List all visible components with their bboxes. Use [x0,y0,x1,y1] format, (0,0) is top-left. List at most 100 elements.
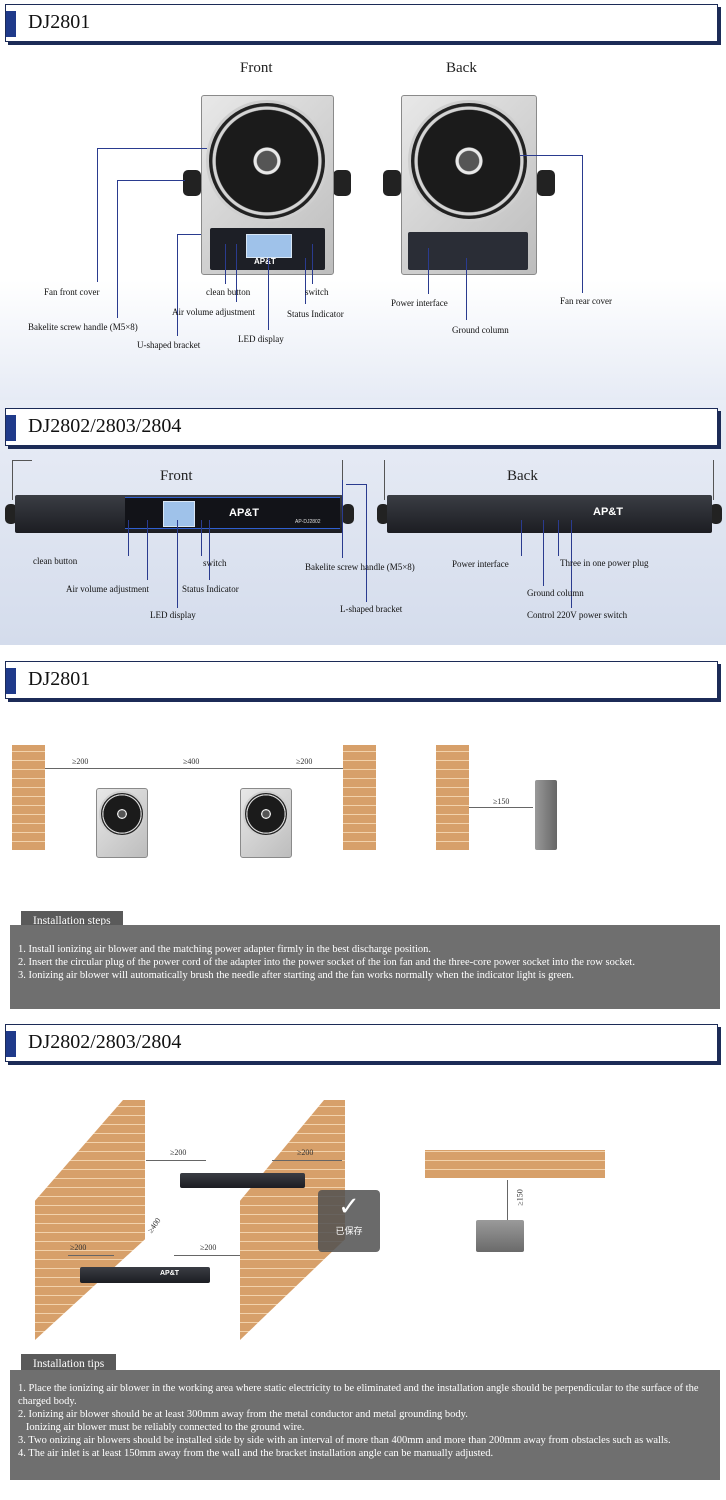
saved-toast: ✓ 已保存 [318,1190,380,1252]
section-header: DJ2801 [5,661,718,699]
led-display-screen [163,501,195,527]
dim-200-lower-right: ≥200 [200,1243,217,1252]
dim-line-ceiling [507,1180,508,1220]
back-brand: AP&T [593,506,623,518]
label-led: LED display [238,334,284,344]
leader-rear-v [582,155,583,293]
label-air: Air volume adjustment [172,307,255,317]
leader-bracket-v [177,234,178,336]
label-l-bracket: L-shaped bracket [340,604,403,614]
dim-line-upper-right [272,1160,342,1161]
label-led: LED display [150,610,196,620]
dim-400-diagonal: ≥400 [145,1216,163,1235]
leader-three [558,520,559,556]
leader-front-cover-v [97,148,98,282]
leader-ground [466,258,467,320]
leader-led [268,258,269,330]
back-label: Back [446,60,477,76]
check-icon: ✓ [338,1192,360,1222]
label-switch: switch [305,287,329,297]
front-bar-panel: AP&T AP-DJ2802 [125,497,340,529]
dim-line-1 [45,768,343,769]
label-power: Power interface [391,298,448,308]
front-left-knob [5,504,17,524]
tip-4: 4. The air inlet is at least 150mm away … [18,1448,494,1459]
right-handle-knob [333,170,351,196]
dim-200-lower-left: ≥200 [70,1243,87,1252]
leader-status [305,258,306,304]
fan-rear-cover [408,100,530,222]
dim-400: ≥400 [183,757,200,766]
label-fan-front-cover: Fan front cover [44,287,100,297]
leader-air [236,244,237,302]
leader-power [428,248,429,294]
dim-200-left: ≥200 [72,757,89,766]
leader-bakelite [342,480,343,558]
dim-line-upper-left [146,1160,206,1161]
leader-rear [520,155,582,156]
step-3: 3. Ionizing air blower will automaticall… [18,970,575,981]
section-title: DJ2801 [28,11,91,33]
brick-wall-middle [343,745,376,850]
front-model: AP-DJ2802 [295,519,321,525]
dim-line-side [469,807,533,808]
leader-lbracket-v [366,484,367,602]
leader-lbracket [346,484,366,485]
steps-box: 1. Install ionizing air blower and the m… [10,925,720,1009]
leader-switch [201,520,202,556]
installed-bar-upper [180,1173,305,1188]
installed-fan-2-wheel [243,791,289,837]
leader-bakelite-v [117,180,118,318]
leader-clean [225,244,226,284]
label-three: Three in one power plug [560,558,649,568]
label-u-bracket: U-shaped bracket [137,340,201,350]
front-brand: AP&T [229,507,259,519]
back-label: Back [507,468,538,484]
back-left-knob [377,504,389,524]
header-marker [6,668,16,694]
front-bracket-top [12,460,32,461]
section-dj2802-overview: DJ2802/2803/2804 Front Back AP&T AP-DJ28… [0,400,726,645]
left-handle-knob [183,170,201,196]
tip-2: 2. Ionizing air blower should be at leas… [18,1409,468,1420]
side-view-fan [535,780,557,850]
dim-line-lower-right [174,1255,240,1256]
header-marker [6,11,16,37]
front-label: Front [240,60,273,76]
back-right-knob [710,504,722,524]
front-bar-device: AP&T AP-DJ2802 [15,495,343,533]
led-display-screen [246,234,292,258]
brick-wall-right [436,745,469,850]
installed-fan-1-wheel [99,791,145,837]
dim-150-ceiling: ≥150 [515,1189,525,1206]
label-rear: Fan rear cover [560,296,612,306]
section-dj2802-install: DJ2802/2803/2804 AP&T ≥200 ≥200 ≥200 ≥20… [0,1015,726,1500]
section-header: DJ2801 [5,4,718,42]
dim-200-right: ≥200 [296,757,313,766]
section-dj2801-install: DJ2801 ≥200 ≥400 ≥200 ≥150 Installation … [0,655,726,1015]
label-bakelite: Bakelite screw handle (M5×8) [305,562,415,572]
leader-front-cover [97,148,207,149]
step-1: 1. Install ionizing air blower and the m… [18,944,431,955]
dim-150: ≥150 [493,797,510,806]
leader-status [209,520,210,580]
back-control-panel [408,232,528,270]
leader-bakelite [117,180,185,181]
label-switch: switch [203,558,227,568]
tip-1: 1. Place the ionizing air blower in the … [18,1383,699,1407]
label-bakelite: Bakelite screw handle (M5×8) [28,322,138,332]
leader-clean [128,520,129,556]
ceiling-mounted-device [476,1220,524,1252]
leader-control [571,520,572,608]
leader-led [177,520,178,608]
back-bracket-right [713,460,714,500]
lower-bar-brand: AP&T [160,1270,180,1277]
section-title: DJ2802/2803/2804 [28,1031,182,1053]
section-title: DJ2802/2803/2804 [28,415,182,437]
leader-bracket [177,234,201,235]
dim-line-lower-left [68,1255,114,1256]
leader-ground [543,520,544,586]
fan-front-cover [206,100,328,222]
dim-200-upper-right: ≥200 [297,1148,314,1157]
section-dj2801-overview: DJ2801 Front Back AP&T Fan front cover B… [0,0,726,400]
